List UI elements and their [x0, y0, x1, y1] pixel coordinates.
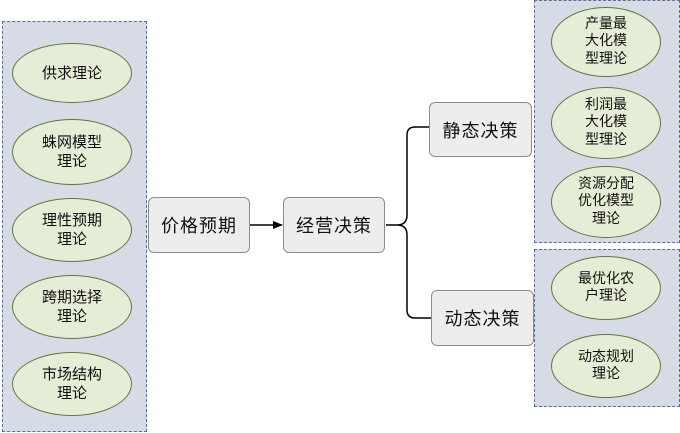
- theory-label: 蛛网模型 理论: [41, 133, 102, 170]
- box-label: 动态决策: [444, 309, 521, 330]
- theory-intertemporal-choice: 跨期选择 理论: [12, 275, 132, 339]
- theory-cobweb: 蛛网模型 理论: [12, 119, 132, 185]
- theory-label: 市场结构 理论: [41, 365, 102, 402]
- model-profit-max: 利润最 大化模 型理论: [551, 87, 661, 159]
- bracket-decision-branches: [386, 126, 431, 319]
- box-label: 经营决策: [296, 216, 372, 237]
- model-label: 利润最 大化模 型理论: [585, 96, 627, 148]
- static-decision-box: 静态决策: [429, 102, 532, 157]
- model-resource-allocation: 资源分配 优化模型 理论: [551, 166, 661, 238]
- model-optimal-farmer: 最优化农 户理论: [551, 256, 661, 320]
- business-decision-box: 经营决策: [283, 197, 385, 253]
- model-label: 产量最 大化模 型理论: [585, 15, 627, 67]
- model-label: 动态规划 理论: [578, 348, 634, 383]
- theory-label: 跨期选择 理论: [41, 288, 102, 325]
- theory-market-structure: 市场结构 理论: [12, 352, 132, 416]
- box-label: 价格预期: [161, 216, 237, 237]
- model-label: 最优化农 户理论: [578, 270, 634, 305]
- model-output-max: 产量最 大化模 型理论: [551, 7, 661, 77]
- price-expectation-box: 价格预期: [148, 197, 250, 253]
- dynamic-decision-box: 动态决策: [431, 290, 534, 346]
- model-label: 资源分配 优化模型 理论: [578, 175, 634, 227]
- theory-label: 供求理论: [41, 63, 102, 82]
- theory-rational-expectation: 理性预期 理论: [12, 198, 132, 262]
- box-label: 静态决策: [442, 120, 519, 142]
- theory-supply-demand: 供求理论: [12, 43, 132, 103]
- theory-label: 理性预期 理论: [41, 211, 102, 248]
- model-dynamic-programming: 动态规划 理论: [551, 334, 661, 398]
